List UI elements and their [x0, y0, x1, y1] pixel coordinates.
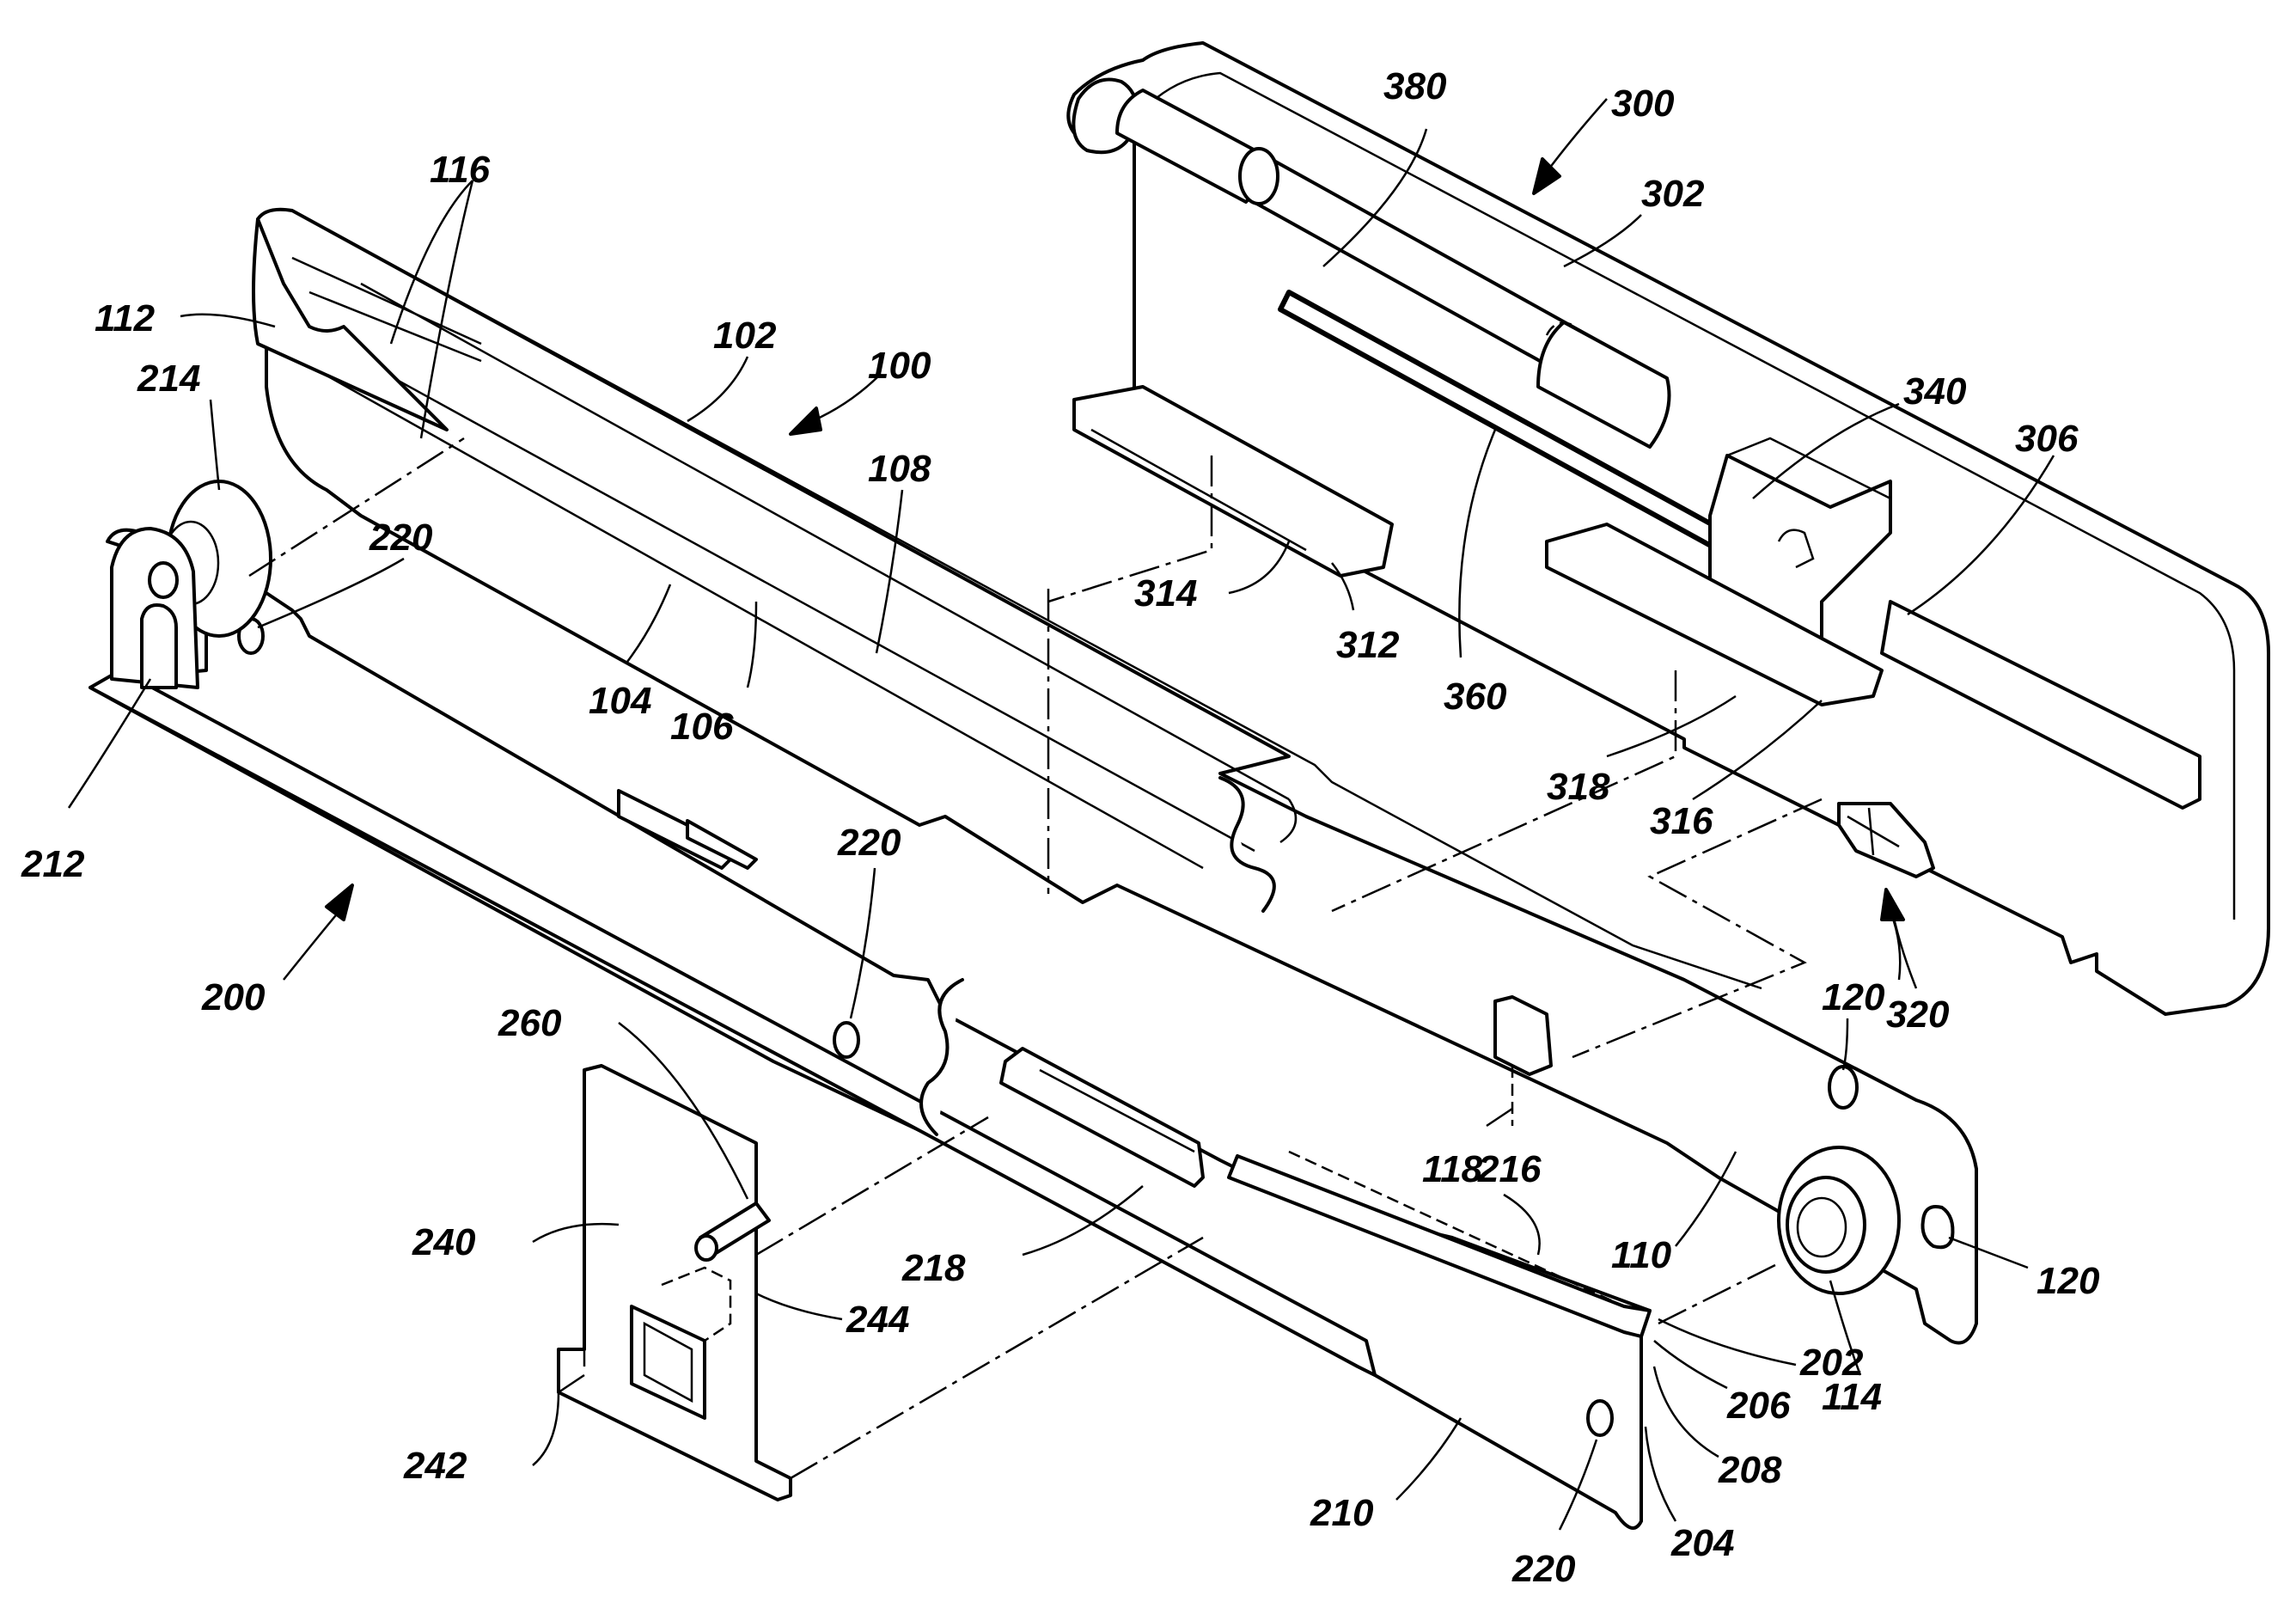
ref-102: 102 [713, 315, 777, 357]
ref-120-upper: 120 [1822, 976, 1885, 1018]
ref-110: 110 [1611, 1234, 1672, 1276]
ref-120-lower: 120 [2036, 1260, 2100, 1302]
ref-240: 240 [412, 1221, 476, 1263]
ref-212: 212 [21, 843, 85, 885]
ref-320: 320 [1886, 994, 1950, 1036]
hole-220-right [1588, 1401, 1612, 1435]
wheel-114-inner [1787, 1177, 1865, 1272]
ref-220-left: 220 [369, 517, 433, 559]
ref-206: 206 [1726, 1385, 1791, 1427]
chain-line-7 [791, 1238, 1203, 1478]
leader-216 [1504, 1195, 1540, 1255]
ref-312: 312 [1336, 624, 1400, 666]
ref-106: 106 [670, 706, 734, 748]
slot-120-lower [1923, 1207, 1953, 1247]
ref-380: 380 [1383, 65, 1447, 107]
hole-220-middle [834, 1023, 858, 1057]
ref-340: 340 [1903, 370, 1967, 413]
ref-114: 114 [1822, 1376, 1882, 1418]
ref-100: 100 [868, 345, 931, 387]
arrow-300-shaft [1547, 99, 1607, 172]
ref-316: 316 [1650, 800, 1713, 842]
ref-216: 216 [1477, 1148, 1542, 1190]
ref-306: 306 [2015, 418, 2079, 460]
arrow-200-shaft [284, 911, 339, 980]
ref-360: 360 [1444, 676, 1507, 718]
ref-300: 300 [1611, 83, 1675, 125]
ref-314: 314 [1134, 572, 1197, 615]
arrow-320-head [1882, 890, 1903, 920]
ref-220-right: 220 [1511, 1548, 1576, 1590]
leader-206 [1654, 1341, 1727, 1388]
leader-220a [258, 559, 404, 627]
plate-240 [559, 1066, 791, 1500]
arrow-200-head [327, 885, 352, 920]
leader-314 [1229, 541, 1289, 593]
ref-210: 210 [1310, 1492, 1374, 1534]
clip-212-pin [150, 563, 177, 597]
ref-112: 112 [95, 297, 156, 339]
leader-214 [211, 400, 219, 490]
ref-302: 302 [1641, 173, 1705, 215]
leader-210 [1396, 1418, 1461, 1500]
leader-204 [1646, 1427, 1676, 1521]
ref-260: 260 [498, 1002, 562, 1044]
ref-116: 116 [430, 149, 491, 191]
ref-208: 208 [1718, 1449, 1782, 1491]
ref-214: 214 [137, 358, 200, 400]
ref-200: 200 [201, 976, 266, 1018]
ref-104: 104 [589, 680, 651, 722]
pin-260-end [696, 1236, 717, 1260]
clip-212-slot [142, 605, 176, 688]
ref-218: 218 [901, 1247, 966, 1289]
ref-118: 118 [1422, 1148, 1483, 1190]
leader-202 [1658, 1319, 1796, 1365]
ref-220-middle: 220 [837, 822, 901, 864]
rod-380-collar-end [1240, 149, 1278, 204]
arrow-300-head [1534, 159, 1560, 193]
leader-244 [756, 1293, 842, 1319]
ref-244: 244 [846, 1299, 909, 1341]
leader-118 [1487, 1109, 1512, 1126]
chain-line-6 [756, 1117, 988, 1255]
ref-108: 108 [868, 448, 931, 490]
ref-204: 204 [1670, 1522, 1734, 1564]
arrow-100-head [791, 408, 821, 434]
chain-line-8 [1658, 1263, 1779, 1324]
hole-120-upper [1829, 1067, 1857, 1108]
ref-242: 242 [403, 1445, 467, 1487]
ref-318: 318 [1547, 766, 1610, 808]
leader-102 [687, 357, 748, 421]
leader-208 [1654, 1367, 1719, 1457]
